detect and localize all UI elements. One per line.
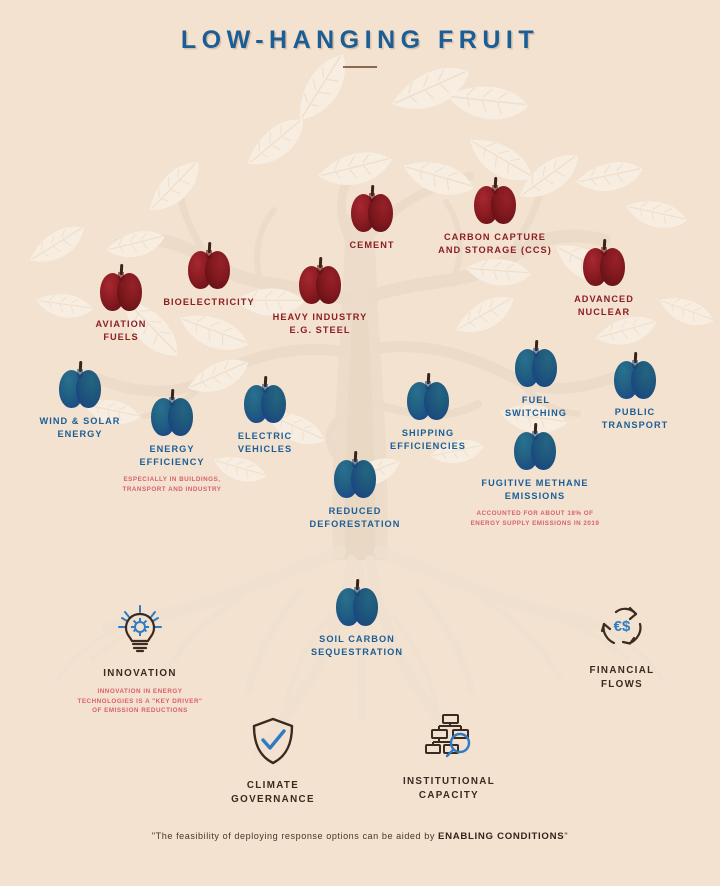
apple-graphic-cement (272, 184, 472, 232)
title-divider (343, 66, 377, 68)
org-chart-search-icon (344, 708, 554, 766)
apple-icon (351, 184, 393, 232)
apple-icon (614, 351, 656, 399)
apple-body (188, 250, 230, 289)
apple-body (336, 587, 378, 626)
apple-icon (299, 256, 341, 304)
apple-icon (583, 238, 625, 286)
apple-graphic-fuel-switching (436, 339, 636, 387)
apple-icon (515, 339, 557, 387)
page-title: LOW-HANGING FRUIT (180, 26, 540, 54)
fruit-label: CEMENT (349, 240, 395, 250)
apple-body (515, 348, 557, 387)
apple-graphic-advanced-nuclear (504, 238, 704, 286)
apple-graphic-reduced-deforestation (255, 450, 455, 498)
apple-body (299, 265, 341, 304)
apple-body (244, 384, 286, 423)
fruit-annotation: ESPECIALLY IN BUILDINGS,TRANSPORT AND IN… (122, 476, 222, 493)
apple-graphic-heavy-industry (220, 256, 420, 304)
apple-icon (151, 388, 193, 436)
lightbulb-gear-icon (35, 600, 245, 658)
apple-body (583, 247, 625, 286)
apple-graphic-energy-efficiency (72, 388, 272, 436)
caption-prefix: "The feasibility of deploying response o… (151, 831, 439, 841)
apple-body (351, 193, 393, 232)
shield-check-icon (168, 712, 378, 770)
caption-suffix: " (564, 831, 569, 841)
apple-icon (334, 450, 376, 498)
apple-body (334, 459, 376, 498)
apple-graphic-shipping (328, 372, 528, 420)
apple-icon (336, 578, 378, 626)
apple-icon (188, 241, 230, 289)
apple-body (614, 360, 656, 399)
apple-icon (244, 375, 286, 423)
enabling-condition-label: INNOVATION (103, 668, 177, 679)
apple-graphic-ccs (395, 176, 595, 224)
apple-icon (59, 360, 101, 408)
footer-caption: "The feasibility of deploying response o… (0, 831, 720, 842)
apple-body (100, 272, 142, 311)
apple-icon (100, 263, 142, 311)
apple-graphic-soil-carbon (257, 578, 457, 626)
fruit-node-cement[interactable]: CEMENT (272, 184, 472, 252)
apple-graphic-bioelectricity (109, 241, 309, 289)
caption-emphasis: ENABLING CONDITIONS (438, 831, 565, 842)
apple-graphic-fugitive-methane (435, 422, 635, 470)
apple-graphic-electric-vehicles (165, 375, 365, 423)
apple-graphic-public-transport (535, 351, 720, 399)
svg-text:€$: €$ (614, 618, 631, 635)
apple-body (474, 185, 516, 224)
apple-graphic-aviation-fuels (21, 263, 221, 311)
apple-body (514, 431, 556, 470)
apple-icon (474, 176, 516, 224)
apple-icon (407, 372, 449, 420)
fruit-node-bioelectricity[interactable]: BIOELECTRICITY (109, 241, 309, 309)
fruit-label: BIOELECTRICITY (163, 297, 255, 307)
apple-body (59, 369, 101, 408)
apple-icon (514, 422, 556, 470)
apple-graphic-wind-solar (0, 360, 180, 408)
recycle-currency-icon: €$ (517, 597, 720, 655)
apple-body (407, 381, 449, 420)
apple-body (151, 397, 193, 436)
